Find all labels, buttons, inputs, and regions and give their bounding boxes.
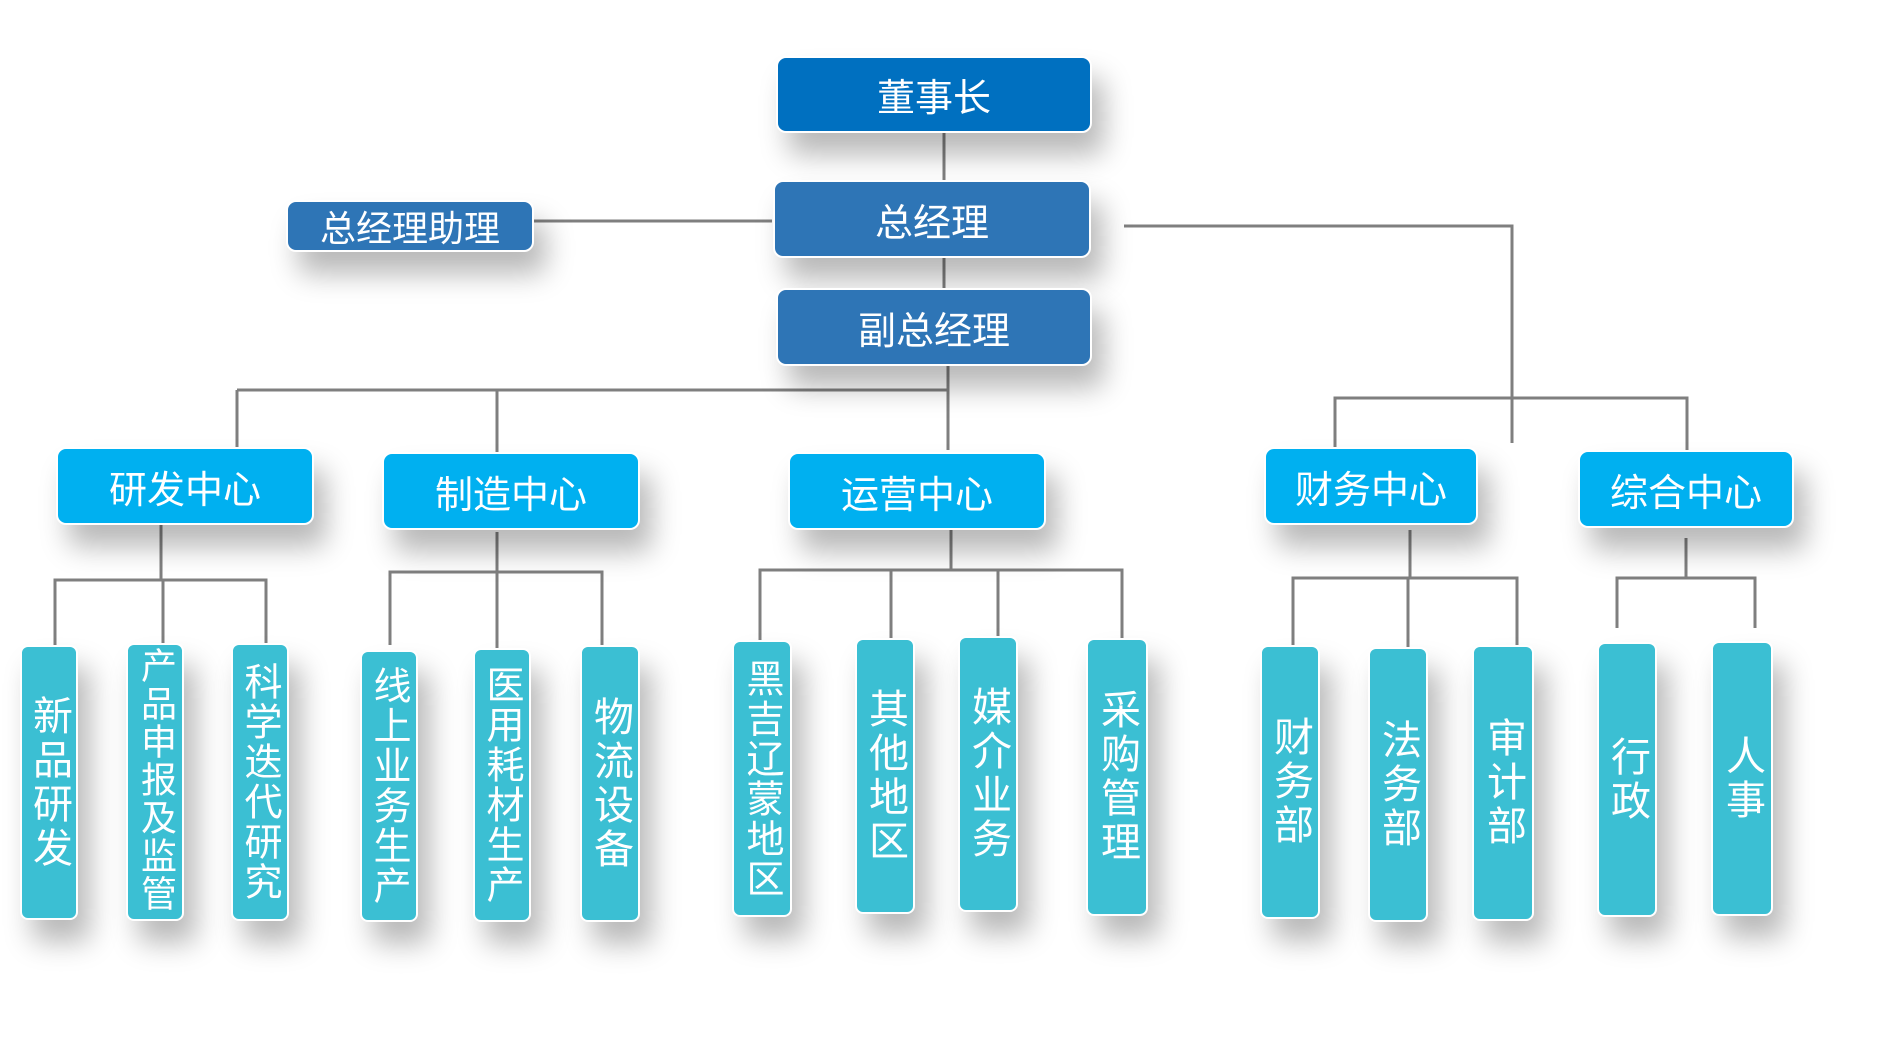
dept-hr[interactable]: 人事 [1711,641,1773,916]
dept-other-regions[interactable]: 其他地区 [855,638,915,914]
dept-media-business[interactable]: 媒介业务 [958,636,1018,912]
dept-new-product[interactable]: 新品研发 [20,645,78,920]
dept-iterative-research[interactable]: 科学迭代研究 [231,643,289,921]
dept-finance[interactable]: 财务部 [1260,645,1320,919]
gm-assistant-box[interactable]: 总经理助理 [286,200,534,252]
center-operations[interactable]: 运营中心 [788,452,1046,530]
center-manufacturing[interactable]: 制造中心 [382,452,640,530]
dept-medical-consumables[interactable]: 医用耗材生产 [473,648,531,922]
dept-legal[interactable]: 法务部 [1368,647,1428,922]
dept-northeast-region[interactable]: 黑吉辽蒙地区 [732,640,792,917]
chairman-box[interactable]: 董事长 [776,56,1092,133]
dept-logistics-equipment[interactable]: 物流设备 [580,645,640,922]
dept-product-filing[interactable]: 产品申报及监管 [126,643,184,921]
center-general[interactable]: 综合中心 [1578,450,1794,528]
dept-online-production[interactable]: 线上业务生产 [360,650,418,922]
center-rd[interactable]: 研发中心 [56,447,314,525]
gm-box[interactable]: 总经理 [773,180,1091,258]
center-finance[interactable]: 财务中心 [1264,447,1478,525]
dept-administration[interactable]: 行政 [1597,642,1657,917]
dept-procurement[interactable]: 采购管理 [1086,638,1148,916]
dept-audit[interactable]: 审计部 [1472,645,1534,921]
vgm-box[interactable]: 副总经理 [776,288,1092,366]
